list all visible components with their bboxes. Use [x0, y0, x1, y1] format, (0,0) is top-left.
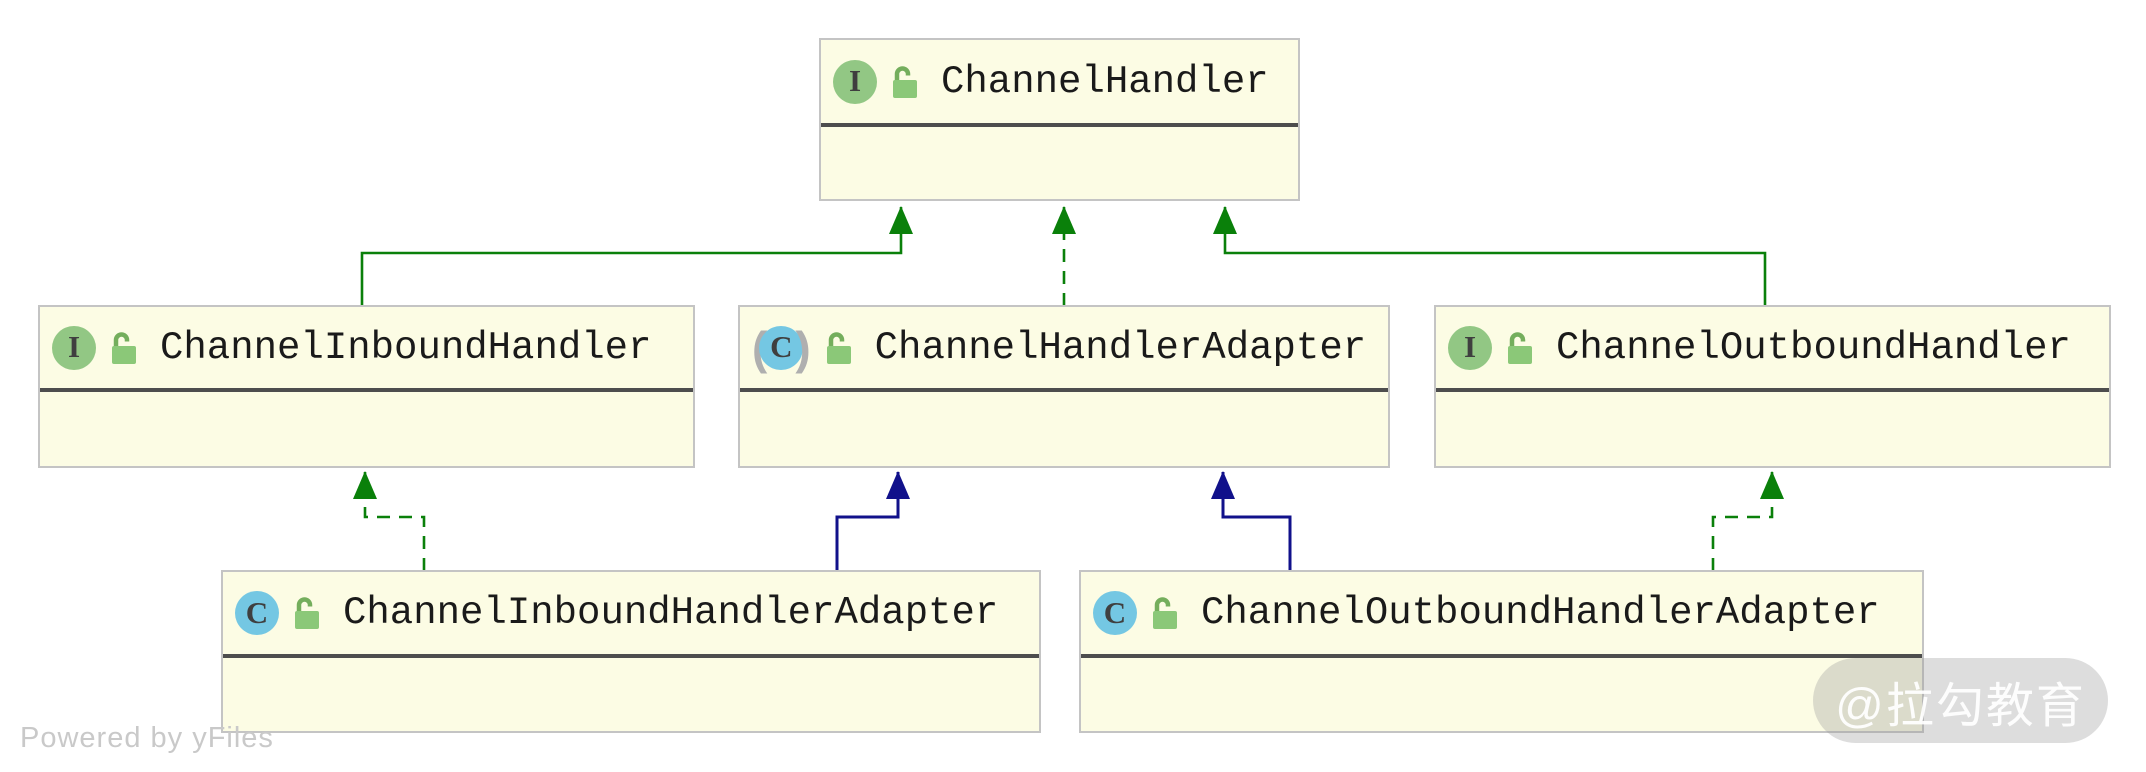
- node-channelinboundhandleradapter[interactable]: C ChannelInboundHandlerAdapter: [221, 570, 1041, 733]
- yfiles-watermark: Powered by yFiles: [20, 722, 274, 754]
- node-label: ChannelHandler: [941, 59, 1269, 104]
- node-label: ChannelInboundHandlerAdapter: [343, 591, 999, 635]
- node-channeloutboundhandler[interactable]: I ChannelOutboundHandler: [1434, 305, 2111, 468]
- node-title-channeloutboundhandleradapter: C ChannelOutboundHandlerAdapter: [1081, 572, 1922, 658]
- badge-letter: I: [848, 63, 862, 98]
- badge-letter: I: [1463, 329, 1477, 364]
- interface-icon: I: [1448, 325, 1492, 370]
- node-members-compartment: [223, 658, 1039, 731]
- interface-icon: I: [833, 59, 877, 104]
- node-title-channelhandleradapter: C ChannelHandlerAdapter: [740, 307, 1388, 392]
- edge-channeloutboundhandleradapter-implements-channeloutboundhandler[interactable]: [1711, 471, 1784, 571]
- abstract-class-icon: C: [752, 325, 811, 370]
- node-label: ChannelOutboundHandler: [1556, 325, 2071, 370]
- node-channeloutboundhandleradapter[interactable]: C ChannelOutboundHandlerAdapter: [1079, 570, 1924, 733]
- node-title-channelinboundhandleradapter: C ChannelInboundHandlerAdapter: [223, 572, 1039, 658]
- edge-channelinboundhandler-extends-channelhandler[interactable]: [360, 206, 913, 306]
- badge-letter: I: [67, 329, 81, 364]
- open-lock-icon: [1508, 331, 1532, 364]
- node-channelhandleradapter[interactable]: C ChannelHandlerAdapter: [738, 305, 1390, 468]
- node-label: ChannelHandlerAdapter: [874, 325, 1367, 370]
- interface-icon: I: [52, 325, 96, 370]
- brand-watermark-text: @拉勾教育: [1835, 679, 2086, 733]
- edge-channeloutboundhandleradapter-extends-channelhandleradapter[interactable]: [1211, 471, 1292, 571]
- brand-watermark: @拉勾教育: [1813, 658, 2108, 743]
- open-lock-icon: [1153, 597, 1177, 629]
- badge-letter: C: [1103, 594, 1127, 630]
- open-lock-icon: [893, 65, 917, 98]
- node-members-compartment: [740, 392, 1388, 466]
- edge-channeloutboundhandler-extends-channelhandler[interactable]: [1213, 206, 1767, 306]
- edge-channelinboundhandleradapter-implements-channelinboundhandler[interactable]: [353, 471, 426, 571]
- badge-letter: C: [245, 594, 269, 630]
- open-lock-icon: [112, 331, 136, 364]
- node-members-compartment: [1081, 658, 1922, 731]
- badge-letter: C: [770, 329, 793, 364]
- node-title-channelhandler: I ChannelHandler: [821, 40, 1298, 127]
- node-label: ChannelOutboundHandlerAdapter: [1201, 591, 1880, 635]
- class-icon: C: [1093, 591, 1137, 635]
- node-title-channeloutboundhandler: I ChannelOutboundHandler: [1436, 307, 2109, 392]
- node-channelinboundhandler[interactable]: I ChannelInboundHandler: [38, 305, 695, 468]
- node-label: ChannelInboundHandler: [160, 325, 652, 370]
- node-title-channelinboundhandler: I ChannelInboundHandler: [40, 307, 693, 392]
- node-members-compartment: [821, 127, 1298, 199]
- open-lock-icon: [295, 597, 319, 629]
- edge-channelinboundhandleradapter-extends-channelhandleradapter[interactable]: [835, 471, 910, 571]
- class-icon: C: [235, 591, 279, 635]
- node-channelhandler[interactable]: I ChannelHandler: [819, 38, 1300, 201]
- node-members-compartment: [40, 392, 693, 466]
- node-members-compartment: [1436, 392, 2109, 466]
- open-lock-icon: [826, 331, 851, 364]
